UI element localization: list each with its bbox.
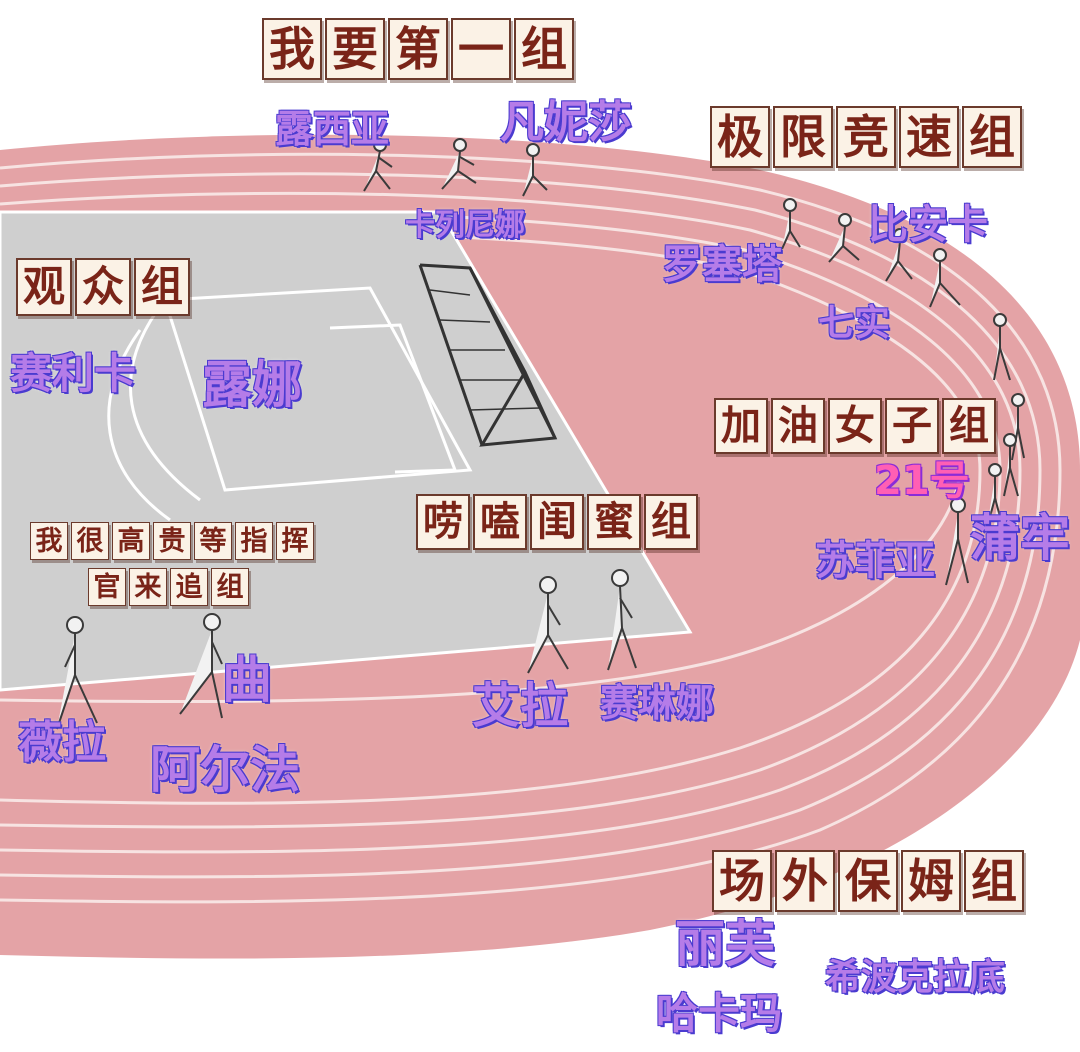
name-label-liv: 丽芙 [675,915,775,973]
group-title-nanny: 场外保姆组 [712,850,1024,912]
title-char-tile: 竞 [836,106,896,168]
name-label-no21: 21号 [874,458,970,504]
title-char-tile: 闺 [530,494,584,550]
title-char-tile: 嗑 [473,494,527,550]
runner-figure [781,198,801,250]
title-char-tile: 极 [710,106,770,168]
runner-figures [56,138,1025,730]
group-title-gossip: 唠嗑闺蜜组 [416,494,698,550]
name-label-pulao: 蒲牢 [970,509,1070,567]
title-char-tile: 指 [235,522,273,560]
title-char-tile: 场 [712,850,772,912]
runner-figure [1011,393,1025,461]
title-char-tile: 贵 [153,522,191,560]
field-markings [107,286,473,522]
group-title-audience: 观众组 [16,258,190,316]
group-title-noble-row2: 官来追组 [88,568,249,606]
name-label-selena: 赛琳娜 [600,681,715,725]
goal-net [418,263,558,447]
title-char-tile: 高 [112,522,150,560]
runner-figure [945,497,969,586]
title-char-tile: 组 [211,568,249,606]
title-char-tile: 我 [30,522,68,560]
runner-figure [363,138,393,192]
title-char-tile: 组 [962,106,1022,168]
title-char-tile: 蜜 [587,494,641,550]
runner-figure [885,228,913,282]
runner-figure [929,248,961,308]
name-label-bianca: 比安卡 [868,202,988,248]
runner-figure [993,313,1011,381]
title-char-tile: 第 [388,18,448,80]
group-title-noble-row1: 我很高贵等指挥 [30,522,314,560]
group-title-speed: 极限竞速组 [710,106,1022,168]
title-char-tile: 一 [451,18,511,80]
title-char-tile: 观 [16,258,72,316]
title-char-tile: 女 [828,398,882,454]
runner-figure [1003,433,1019,497]
title-char-tile: 挥 [276,522,314,560]
walker-figure [607,569,637,671]
name-label-vera: 薇拉 [18,717,106,768]
title-char-tile: 组 [514,18,574,80]
title-char-tile: 组 [942,398,996,454]
runner-figure [522,143,548,197]
title-char-tile: 速 [899,106,959,168]
title-char-tile: 组 [964,850,1024,912]
group-title-first: 我要第一组 [262,18,574,80]
title-char-tile: 追 [170,568,208,606]
title-char-tile: 子 [885,398,939,454]
name-label-karenina: 卡列尼娜 [405,208,525,243]
name-label-vanessa: 凡妮莎 [500,97,632,148]
title-char-tile: 外 [775,850,835,912]
title-char-tile: 要 [325,18,385,80]
title-char-tile: 姆 [901,850,961,912]
name-label-hippocrates: 希波克拉底 [825,957,1006,998]
runner-figure [986,463,1004,529]
name-label-luna: 露娜 [202,356,302,414]
title-char-tile: 众 [75,258,131,316]
name-label-ayla: 艾拉 [472,678,569,734]
title-char-tile: 组 [644,494,698,550]
title-char-tile: 官 [88,568,126,606]
title-char-tile: 等 [194,522,232,560]
group-title-cheer: 加油女子组 [714,398,996,454]
title-char-tile: 加 [714,398,768,454]
name-label-alpha: 阿尔法 [150,741,300,799]
title-char-tile: 油 [771,398,825,454]
name-label-selica: 赛利卡 [10,349,137,398]
name-label-sophia: 苏菲亚 [815,538,935,584]
walker-figure [56,616,98,730]
name-label-lucia: 露西亚 [275,107,390,151]
title-char-tile: 唠 [416,494,470,550]
name-label-hakama: 哈卡玛 [656,989,783,1038]
walker-figure [179,613,223,719]
name-label-roseta: 罗塞塔 [662,242,782,288]
name-label-nanami: 七实 [818,303,891,344]
runner-figure [441,138,477,190]
title-char-tile: 组 [134,258,190,316]
runner-figure [828,213,860,263]
title-char-tile: 保 [838,850,898,912]
title-char-tile: 我 [262,18,322,80]
name-label-qu: 曲 [222,651,272,709]
title-char-tile: 很 [71,522,109,560]
title-char-tile: 限 [773,106,833,168]
title-char-tile: 来 [129,568,167,606]
walker-figure [527,576,569,674]
